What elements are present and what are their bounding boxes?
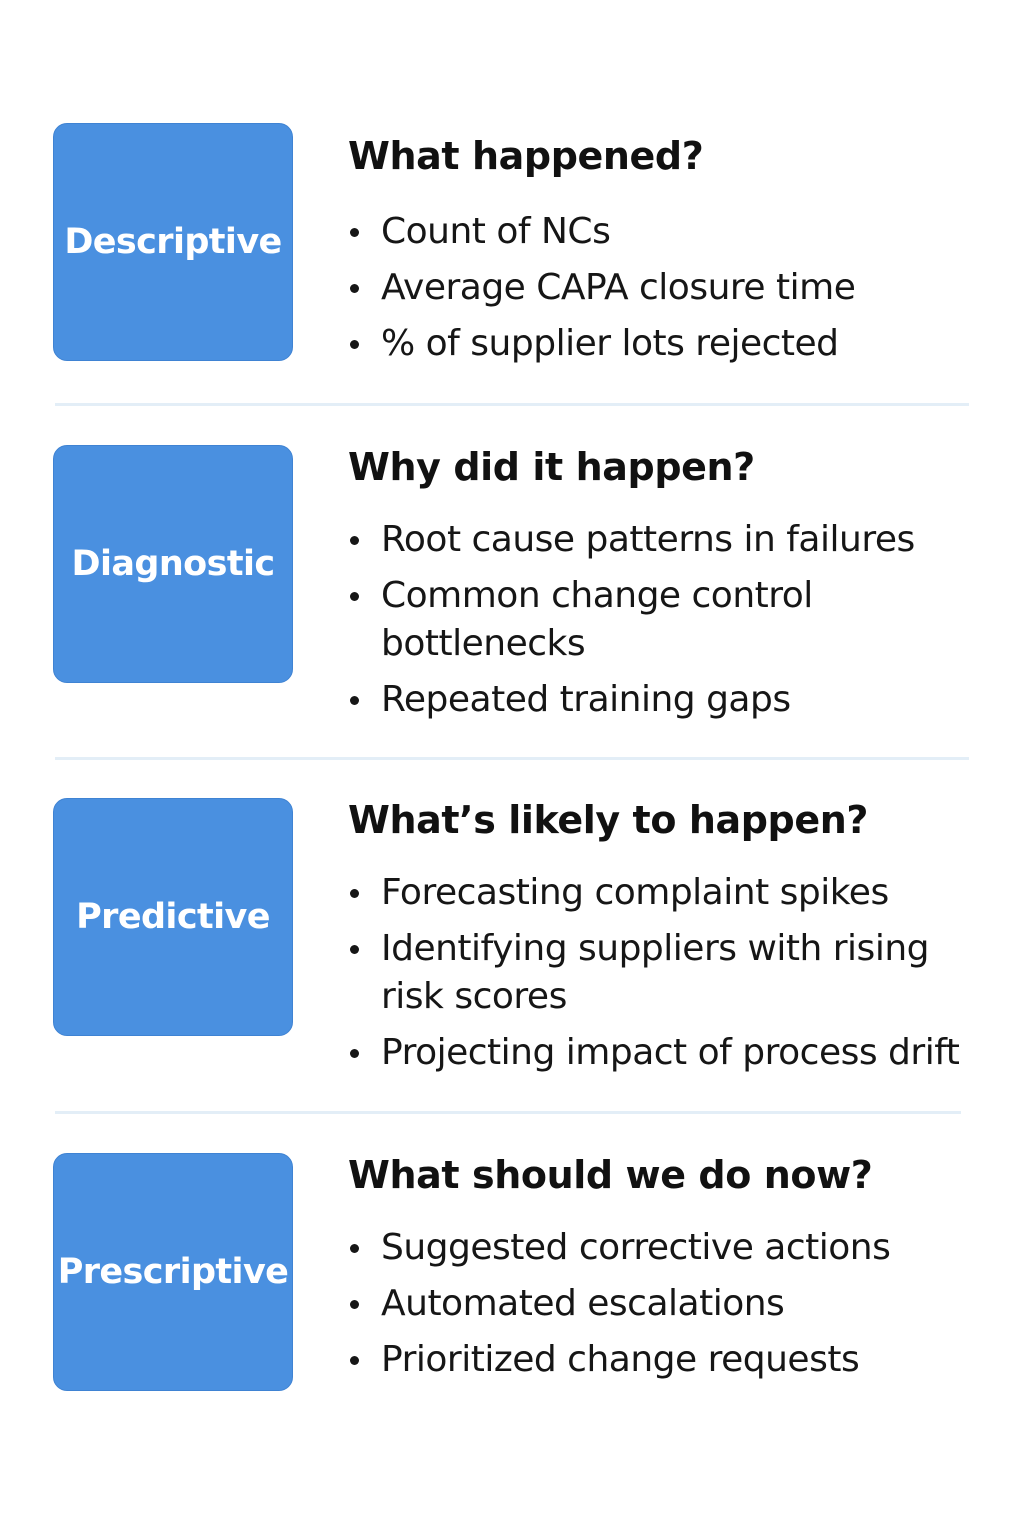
diagnostic-badge-label: Diagnostic: [71, 544, 276, 584]
predictive-point: Identifying suppliers with rising risk s…: [348, 925, 981, 1021]
prescriptive-points: Suggested corrective actions Automated e…: [348, 1224, 988, 1384]
predictive-badge: Predictive: [53, 798, 293, 1036]
predictive-point: Forecasting complaint spikes: [348, 869, 988, 917]
prescriptive-point: Prioritized change requests: [348, 1336, 988, 1384]
prescriptive-badge-label: Prescriptive: [57, 1252, 289, 1292]
section-divider: [55, 403, 969, 406]
descriptive-point: % of supplier lots rejected: [348, 320, 988, 368]
descriptive-heading: What happened?: [348, 134, 704, 178]
prescriptive-heading: What should we do now?: [348, 1153, 873, 1197]
diagnostic-heading: Why did it happen?: [348, 445, 755, 489]
prescriptive-point: Suggested corrective actions: [348, 1224, 988, 1272]
descriptive-badge: Descriptive: [53, 123, 293, 361]
prescriptive-badge: Prescriptive: [53, 1153, 293, 1391]
section-divider: [55, 1111, 961, 1114]
predictive-point: Projecting impact of process drift: [348, 1029, 988, 1077]
predictive-heading: What’s likely to happen?: [348, 798, 869, 842]
predictive-content: What’s likely to happen? Forecasting com…: [348, 797, 988, 1085]
section-divider: [55, 757, 969, 760]
diagnostic-content: Why did it happen? Root cause patterns i…: [348, 444, 988, 732]
diagnostic-points: Root cause patterns in failures Common c…: [348, 516, 988, 724]
descriptive-content: What happened? Count of NCs Average CAPA…: [348, 133, 988, 376]
prescriptive-content: What should we do now? Suggested correct…: [348, 1152, 988, 1392]
diagnostic-badge: Diagnostic: [53, 445, 293, 683]
descriptive-badge-label: Descriptive: [64, 222, 282, 262]
predictive-badge-label: Predictive: [76, 897, 270, 937]
descriptive-point: Count of NCs: [348, 208, 988, 256]
descriptive-point: Average CAPA closure time: [348, 264, 988, 312]
diagnostic-point: Common change control bottlenecks: [348, 572, 901, 668]
diagnostic-point: Root cause patterns in failures: [348, 516, 988, 564]
diagnostic-point: Repeated training gaps: [348, 676, 988, 724]
prescriptive-point: Automated escalations: [348, 1280, 988, 1328]
descriptive-points: Count of NCs Average CAPA closure time %…: [348, 208, 988, 368]
predictive-points: Forecasting complaint spikes Identifying…: [348, 869, 988, 1077]
